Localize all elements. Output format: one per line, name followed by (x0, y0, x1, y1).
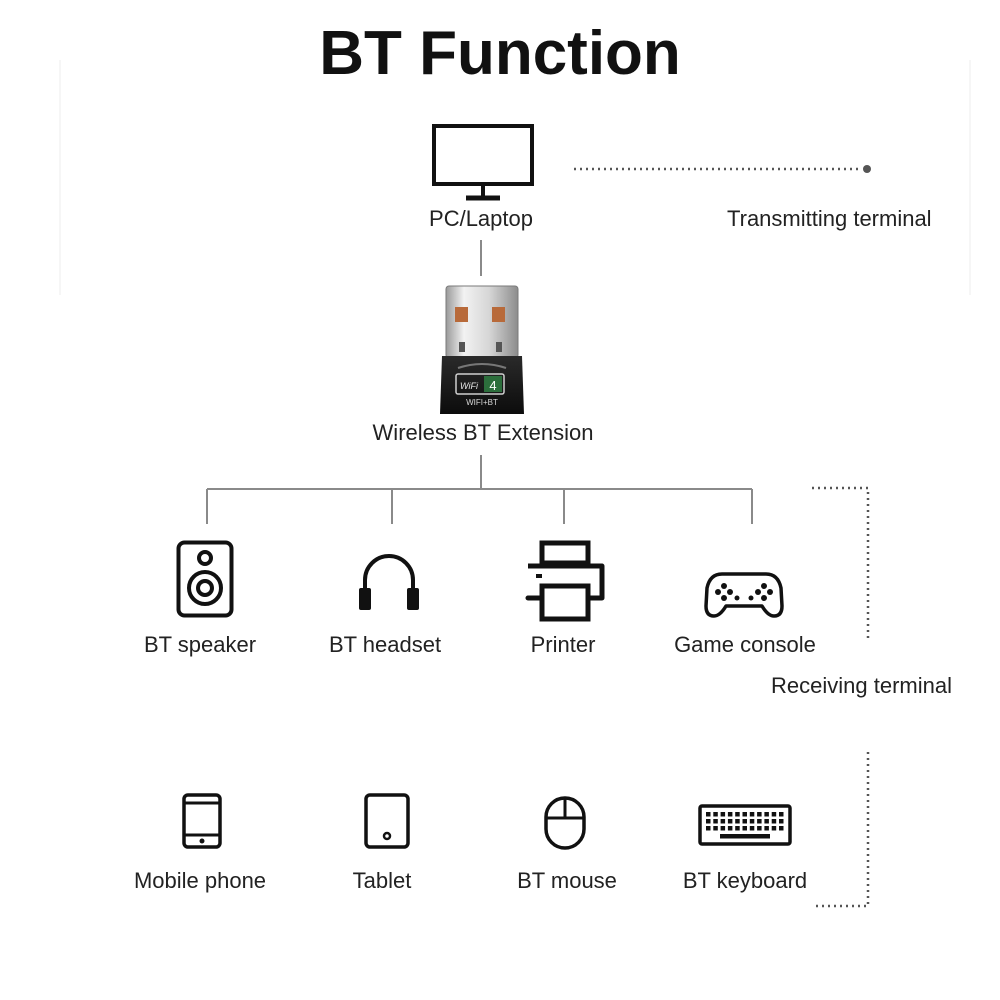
transmitting-dot (863, 165, 871, 173)
receiving-terminal-label: Receiving terminal (771, 673, 952, 698)
device-label-printer: Printer (530, 632, 596, 657)
keyboard-key (735, 819, 740, 824)
keyboard-spacebar (720, 834, 770, 839)
device-label-speaker: BT speaker (143, 632, 257, 657)
printer-icon (525, 540, 605, 622)
device-label-headset: BT headset (328, 632, 442, 657)
keyboard-keys (706, 812, 784, 839)
keyboard-key (757, 812, 762, 817)
keyboard-key (749, 812, 755, 817)
pc-label: PC/Laptop (429, 206, 533, 231)
keyboard-key (764, 812, 769, 817)
adapter-badge-number: 4 (489, 378, 496, 393)
diagram-title: BT Function (319, 19, 681, 88)
receiving-bracket-top (812, 486, 870, 640)
tablet-icon (364, 793, 410, 849)
monitor-icon (432, 124, 534, 201)
keyboard-key (727, 819, 733, 824)
adapter-label: Wireless BT Extension (372, 420, 594, 445)
keyboard-key (771, 819, 777, 824)
keyboard-key (735, 812, 740, 817)
keyboard-key (779, 826, 784, 831)
usb-adapter-icon: WiFi 4 WIFI+BT (440, 285, 524, 414)
keyboard-key (706, 812, 711, 817)
keyboard-key (771, 826, 777, 831)
keyboard-key (742, 819, 747, 824)
keyboard-key (706, 819, 711, 824)
keyboard-icon (698, 804, 792, 846)
gamepad-icon (704, 572, 784, 618)
keyboard-key (779, 819, 784, 824)
phone-icon (182, 793, 222, 849)
keyboard-key (706, 826, 711, 831)
keyboard-key (742, 812, 747, 817)
keyboard-key (771, 812, 777, 817)
keyboard-key (713, 826, 718, 831)
keyboard-key (713, 812, 718, 817)
keyboard-key (764, 819, 769, 824)
adapter-badge-text: WiFi (460, 381, 479, 391)
transmitting-terminal-label: Transmitting terminal (727, 206, 932, 231)
keyboard-key (727, 826, 733, 831)
keyboard-key (713, 819, 718, 824)
device-label-console: Game console (674, 632, 816, 657)
keyboard-key (720, 819, 726, 824)
headset-icon (359, 554, 419, 610)
keyboard-key (757, 819, 762, 824)
keyboard-key (757, 826, 762, 831)
keyboard-key (764, 826, 769, 831)
adapter-badge-sub: WIFI+BT (466, 398, 498, 407)
speaker-icon (176, 540, 234, 618)
keyboard-key (720, 826, 726, 831)
keyboard-key (720, 812, 726, 817)
device-label-phone: Mobile phone (133, 868, 267, 893)
mouse-icon (544, 796, 586, 850)
keyboard-key (749, 819, 755, 824)
keyboard-key (735, 826, 740, 831)
keyboard-key (749, 826, 755, 831)
device-label-mouse: BT mouse (517, 868, 617, 893)
keyboard-key (742, 826, 747, 831)
device-label-keyboard: BT keyboard (682, 868, 808, 893)
keyboard-key (727, 812, 733, 817)
keyboard-key (779, 812, 784, 817)
device-label-tablet: Tablet (352, 868, 412, 893)
